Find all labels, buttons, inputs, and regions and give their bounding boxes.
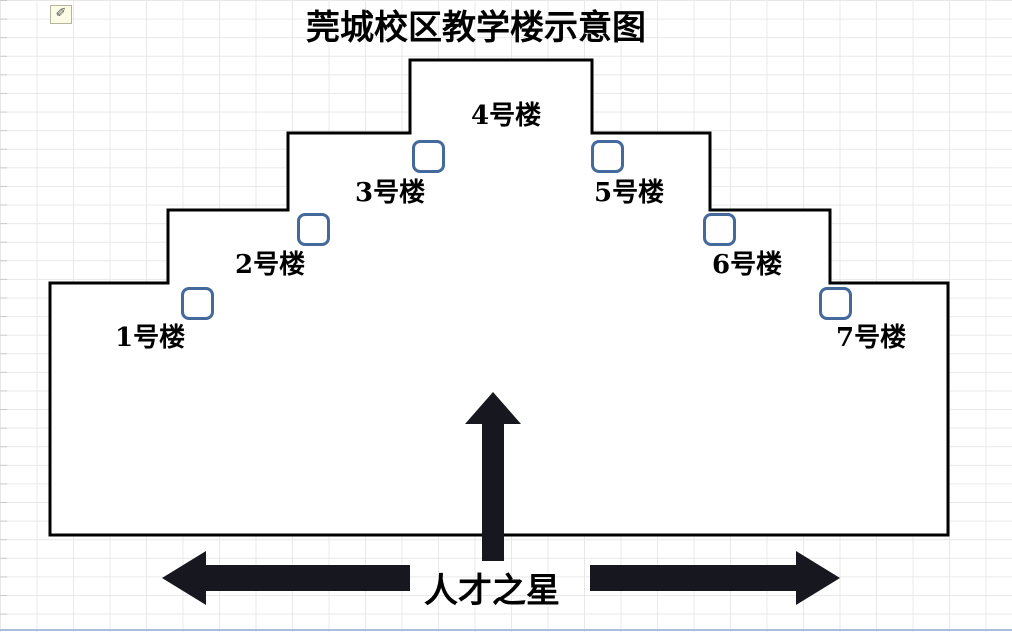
building-marker-2[interactable] bbox=[297, 213, 330, 246]
building-marker-5[interactable] bbox=[591, 140, 624, 173]
building-label-3: 3号楼 bbox=[355, 178, 426, 208]
building-outline-shape[interactable] bbox=[48, 58, 950, 537]
building-label-6: 6号楼 bbox=[712, 250, 783, 280]
building-label-5: 5号楼 bbox=[594, 178, 665, 208]
building-label-7: 7号楼 bbox=[836, 323, 907, 353]
road-label: 人才之星 bbox=[424, 571, 560, 611]
up-arrow[interactable] bbox=[465, 392, 521, 561]
right-arrow[interactable] bbox=[590, 551, 840, 605]
building-marker-3[interactable] bbox=[412, 140, 445, 173]
bottom-edge-divider bbox=[0, 629, 1012, 631]
building-marker-7[interactable] bbox=[819, 287, 852, 320]
building-label-1: 1号楼 bbox=[115, 323, 186, 353]
row-gridline-ticks bbox=[0, 0, 7, 632]
building-marker-1[interactable] bbox=[181, 287, 214, 320]
left-arrow[interactable] bbox=[162, 551, 410, 605]
building-label-4: 4号楼 bbox=[471, 101, 542, 131]
object-anchor-icon: ✐ bbox=[50, 5, 72, 24]
building-label-2: 2号楼 bbox=[235, 250, 306, 280]
building-marker-6[interactable] bbox=[703, 213, 736, 246]
diagram-title: 莞城校区教学楼示意图 bbox=[306, 8, 646, 48]
